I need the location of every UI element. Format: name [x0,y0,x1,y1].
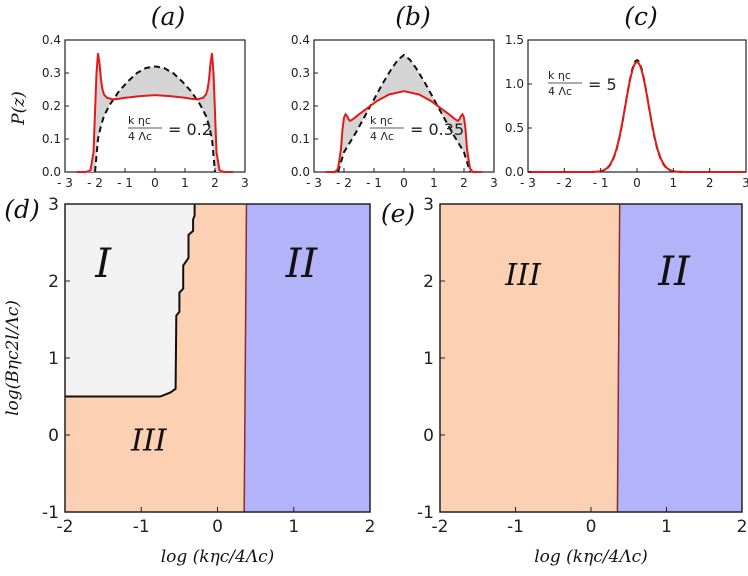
region-label-II-d: II [285,241,319,287]
xtick-label-e-4: 2 [737,517,748,537]
annotation-num-a: k ηc [128,114,151,127]
region-label-III-d: III [130,423,168,458]
ytick-label-d-0: -1 [42,503,59,523]
series-red-b [326,90,482,173]
xtick-label-c-5: 2 [706,176,714,190]
ytick-label-e-1: 0 [423,426,434,446]
annotation-num-c: k ηc [548,69,571,82]
ytick-label-c-1: 0.5 [505,121,524,135]
xtick-label-b-5: 2 [460,176,468,190]
ytick-label-b-3: 0.3 [291,66,310,80]
ytick-label-b-2: 0.2 [291,99,310,113]
xtick-label-d-0: -2 [57,517,74,537]
xtick-label-e-1: -1 [507,517,524,537]
annotation-value-a: = 0.2 [168,120,212,139]
xtick-label-e-2: 0 [586,517,597,537]
ytick-label-a-1: 0.1 [42,132,61,146]
series-dashed-b [337,53,471,173]
xtick-label-c-3: 0 [633,176,641,190]
panel-label-b: (b) [395,2,431,31]
xtick-label-d-3: 1 [288,517,299,537]
xtick-label-a-1: - 2 [87,176,103,190]
ytick-label-e-2: 1 [423,349,434,369]
annotation-value-c: = 5 [588,75,617,94]
xtick-label-c-6: 3 [742,176,748,190]
panel-label-e: (e) [381,199,415,228]
region-II-e [617,204,742,512]
ytick-label-a-0: 0.0 [42,165,61,179]
xtick-label-a-5: 2 [211,176,219,190]
xtick-label-e-0: -2 [432,517,449,537]
xtick-label-b-4: 1 [430,176,438,190]
xtick-label-d-1: -1 [133,517,150,537]
ytick-label-d-3: 2 [48,272,59,292]
ytick-label-d-2: 1 [48,349,59,369]
panel-label-c: (c) [624,2,658,31]
ytick-label-b-1: 0.1 [291,132,310,146]
xtick-label-c-2: - 1 [593,176,609,190]
boundary-III-II-d [243,203,248,513]
xtick-label-b-3: 0 [400,176,408,190]
ytick-label-a-2: 0.2 [42,99,61,113]
boundary-III-II-e [616,203,621,513]
xtick-label-d-4: 2 [365,517,376,537]
ytick-label-e-0: -1 [417,503,434,523]
annotation-num-b: k ηc [370,114,393,127]
ytick-label-a-4: 0.4 [42,33,61,47]
ytick-label-b-4: 0.4 [291,33,310,47]
plot-area-a [64,39,246,173]
ytick-label-c-0: 0.0 [505,165,524,179]
xlabel-d: log (kηc/4Λc) [161,547,275,567]
region-label-I-d: I [94,241,112,287]
ytick-label-d-1: 0 [48,426,59,446]
boundary-I-III-d [65,204,196,398]
xtick-label-d-2: 0 [212,517,223,537]
xtick-label-c-1: - 2 [556,176,572,190]
ytick-label-e-4: 3 [423,195,434,215]
ytick-label-e-3: 2 [423,272,434,292]
xtick-label-e-3: 1 [661,517,672,537]
ytick-label-b-0: 0.0 [291,165,310,179]
region-II-d [244,204,370,512]
panel-label-d: (d) [4,195,40,224]
region-label-II-e: II [657,249,691,295]
xtick-label-c-0: - 3 [520,176,536,190]
ytick-label-a-3: 0.3 [42,66,61,80]
annotation-den-a: 4 Λc [128,130,152,143]
region-label-III-e: III [504,258,542,293]
xlabel-e: log (kηc/4Λc) [534,547,648,567]
ylabel-d: log(Bηc2l/Λc) [3,300,23,416]
xtick-label-a-6: 3 [241,176,249,190]
xtick-label-b-6: 3 [490,176,498,190]
xtick-label-b-1: - 2 [336,176,352,190]
ytick-label-c-3: 1.5 [505,33,524,47]
xtick-label-a-2: - 1 [117,176,133,190]
xtick-label-a-4: 1 [181,176,189,190]
annotation-value-b: = 0.35 [410,120,464,139]
region-I-d [65,204,195,397]
xtick-label-c-4: 1 [670,176,678,190]
panel-label-a: (a) [151,2,185,31]
ylabel-a: P(z) [9,91,29,126]
ytick-label-c-2: 1.0 [505,77,524,91]
ytick-label-d-4: 3 [48,195,59,215]
xtick-label-a-3: 0 [151,176,159,190]
xtick-label-a-0: - 3 [57,176,73,190]
series-dashed-a [94,65,216,173]
annotation-den-c: 4 Λc [548,85,572,98]
annotation-den-b: 4 Λc [370,130,394,143]
series-red-a [77,53,233,173]
shaded-difference-b [326,54,482,172]
xtick-label-b-0: - 3 [306,176,322,190]
xtick-label-b-2: - 1 [366,176,382,190]
